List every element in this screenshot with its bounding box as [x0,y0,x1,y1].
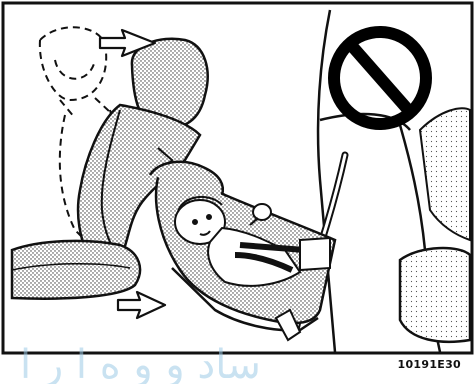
figure-code-label: 10191E30 [398,358,462,371]
front-seat-cushion [12,241,140,299]
watermark-text: ساد و و ه ا ر ا [20,342,261,384]
rear-seat-cushion [400,248,470,342]
